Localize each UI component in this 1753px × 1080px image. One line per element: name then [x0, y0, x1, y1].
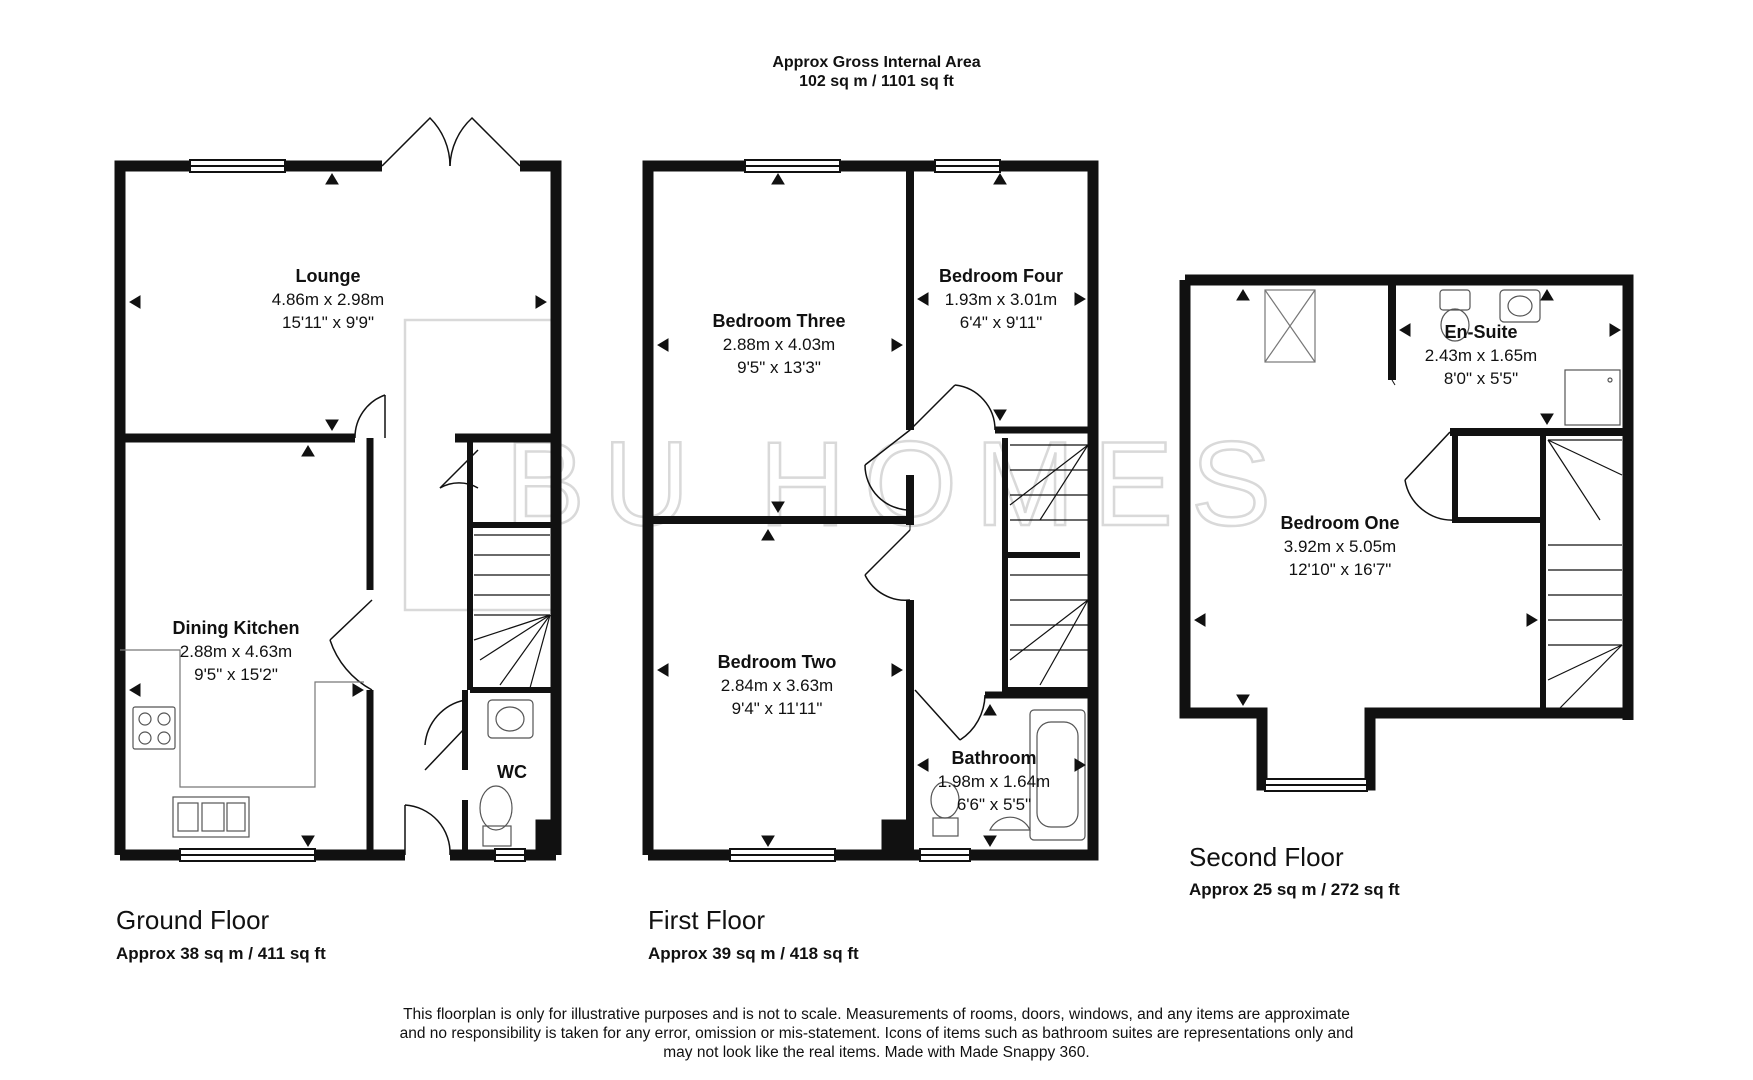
- first-floor-label: First Floor: [648, 905, 765, 935]
- second-floor-area: Approx 25 sq m / 272 sq ft: [1189, 880, 1400, 899]
- ground-floor-area: Approx 38 sq m / 411 sq ft: [116, 944, 326, 963]
- gross-area-value: 102 sq m / 1101 sq ft: [799, 73, 954, 90]
- second-floor-dimension-arrows: [1194, 289, 1621, 706]
- disclaimer-line-3: may not look like the real items. Made w…: [663, 1044, 1090, 1061]
- watermark-text: BU HOMES: [505, 417, 1289, 551]
- room-name-en-suite: En-Suite: [1444, 322, 1517, 342]
- room-imperial-bedroom-four: 6'4" x 9'11": [960, 313, 1043, 332]
- room-labels: Lounge 4.86m x 2.98m 15'11" x 9'9" Dinin…: [173, 266, 1538, 814]
- watermark-logo: BU HOMES: [403, 318, 1289, 612]
- room-name-bathroom: Bathroom: [952, 748, 1037, 768]
- room-name-lounge: Lounge: [296, 266, 361, 286]
- room-metric-bedroom-four: 1.93m x 3.01m: [945, 290, 1057, 309]
- room-imperial-en-suite: 8'0" x 5'5": [1444, 369, 1518, 388]
- first-floor-dimension-arrows: [657, 173, 1086, 847]
- room-imperial-bathroom: 6'6" x 5'5": [957, 795, 1031, 814]
- second-floor-plan: [1179, 274, 1634, 792]
- room-name-wc: WC: [497, 762, 527, 782]
- room-name-dining-kitchen: Dining Kitchen: [173, 618, 300, 638]
- room-metric-bathroom: 1.98m x 1.64m: [938, 772, 1050, 791]
- second-floor-label: Second Floor: [1189, 842, 1344, 872]
- room-metric-bedroom-one: 3.92m x 5.05m: [1284, 537, 1396, 556]
- ground-floor-dimension-arrows: [129, 173, 547, 847]
- room-name-bedroom-one: Bedroom One: [1280, 513, 1399, 533]
- first-floor-area: Approx 39 sq m / 418 sq ft: [648, 944, 859, 963]
- ground-floor-label: Ground Floor: [116, 905, 270, 935]
- room-metric-dining-kitchen: 2.88m x 4.63m: [180, 642, 292, 661]
- room-imperial-bedroom-three: 9'5" x 13'3": [737, 358, 821, 377]
- room-imperial-lounge: 15'11" x 9'9": [282, 313, 374, 332]
- room-imperial-bedroom-one: 12'10" x 16'7": [1289, 560, 1392, 579]
- room-metric-lounge: 4.86m x 2.98m: [272, 290, 384, 309]
- room-imperial-bedroom-two: 9'4" x 11'11": [732, 699, 823, 718]
- gross-area-title: Approx Gross Internal Area: [772, 54, 981, 71]
- room-name-bedroom-two: Bedroom Two: [718, 652, 837, 672]
- room-metric-bedroom-three: 2.88m x 4.03m: [723, 335, 835, 354]
- first-floor-plan: [642, 159, 1099, 862]
- disclaimer-line-1: This floorplan is only for illustrative …: [403, 1006, 1350, 1023]
- room-name-bedroom-four: Bedroom Four: [939, 266, 1063, 286]
- disclaimer: This floorplan is only for illustrative …: [326, 1005, 1427, 1062]
- ground-floor-plan: [114, 116, 562, 862]
- room-name-bedroom-three: Bedroom Three: [712, 311, 845, 331]
- disclaimer-line-2: and no responsibility is taken for any e…: [399, 1025, 1354, 1042]
- room-imperial-dining-kitchen: 9'5" x 15'2": [194, 665, 278, 684]
- room-metric-bedroom-two: 2.84m x 3.63m: [721, 676, 833, 695]
- room-metric-en-suite: 2.43m x 1.65m: [1425, 346, 1537, 365]
